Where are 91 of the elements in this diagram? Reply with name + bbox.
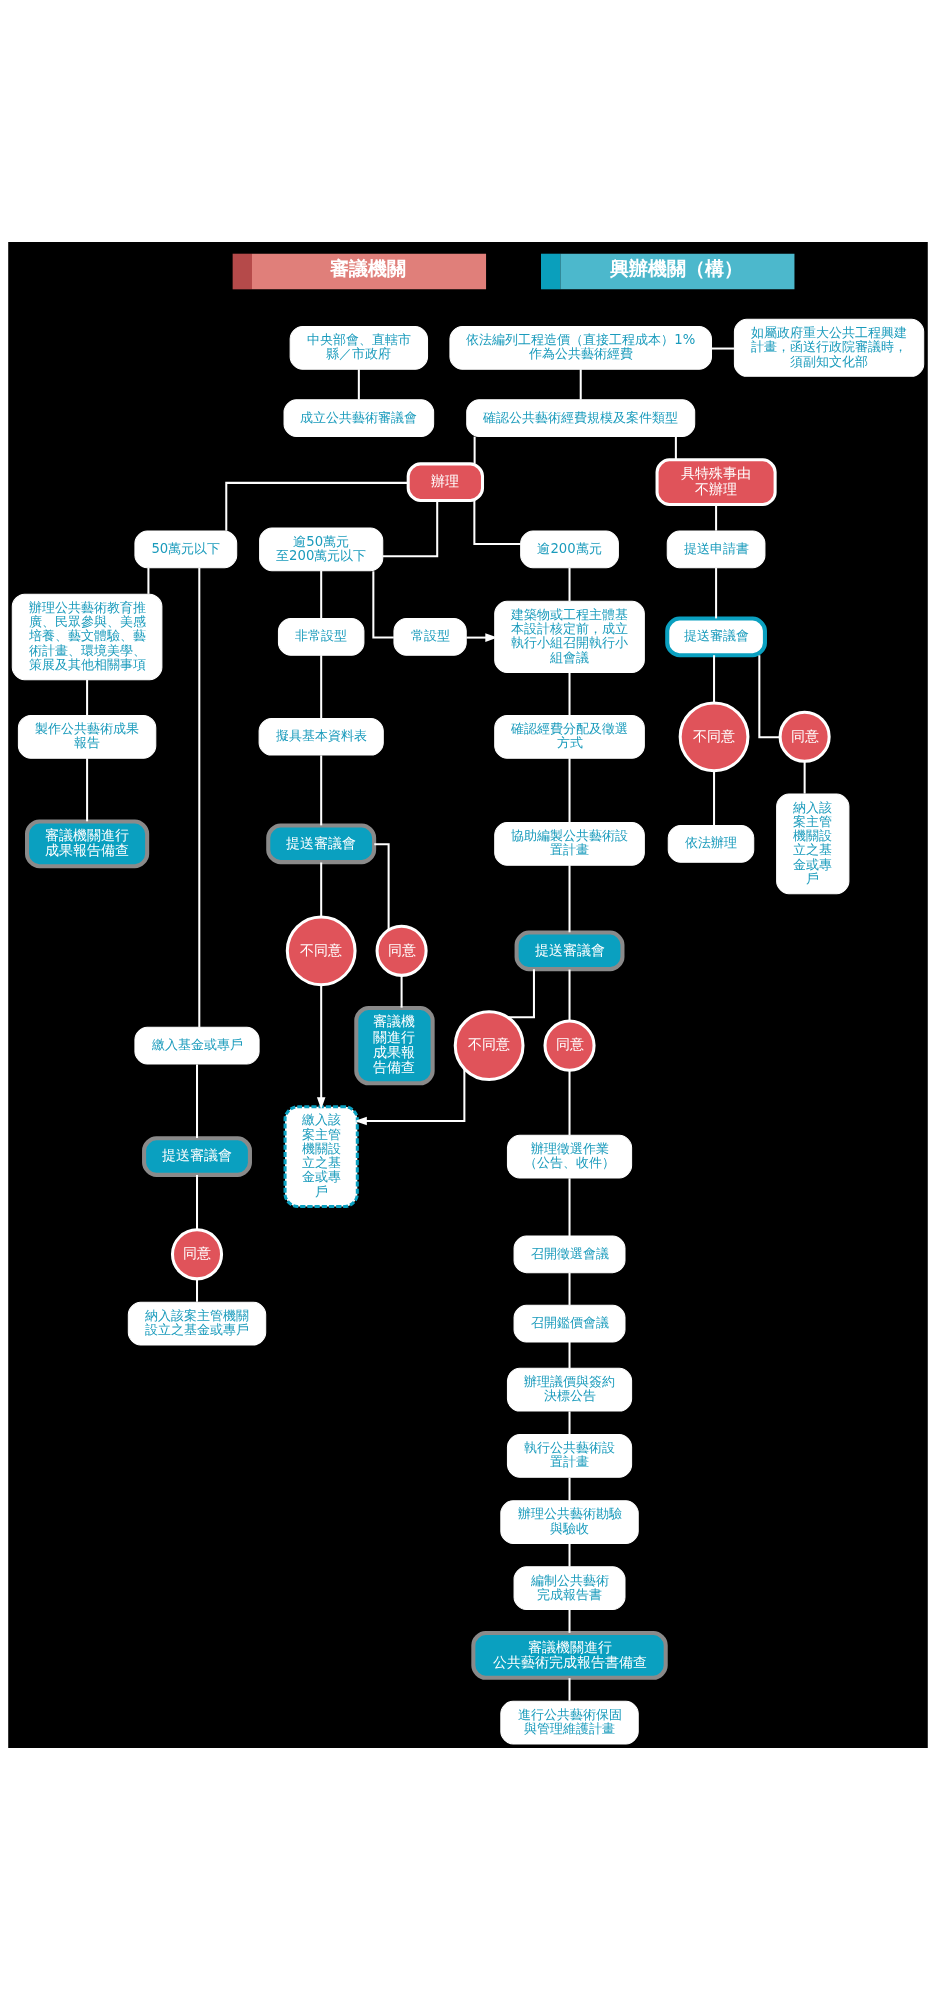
connector [473, 436, 476, 464]
node-box: 提送審議會 [266, 823, 377, 865]
connector [568, 969, 571, 1021]
node-circle: 同意 [778, 710, 831, 763]
connector [568, 672, 571, 716]
node-box: 依法辦理 [667, 825, 755, 863]
node-box: 編制公共藝術完成報告書 [513, 1566, 626, 1611]
connector [674, 436, 677, 460]
node-box: 擬具基本資料表 [258, 717, 384, 756]
node-box: 依法編列工程造價（直接工程成本）1%作為公共藝術經費 [449, 325, 712, 370]
node-box: 納入該案主管機關設立之基金或專戶 [127, 1301, 267, 1346]
node-box: 提送審議會 [142, 1136, 252, 1177]
connector [568, 1609, 571, 1633]
node-box: 提送申請書 [666, 530, 766, 569]
node-box: 辦理公共藝術教育推廣、民眾參與、美感培養、藝文體驗、藝術計畫、環境美學、策展及其他相關事項 [11, 593, 163, 681]
connector [568, 1678, 571, 1701]
connector [568, 1070, 571, 1135]
node-box: 50萬元以下 [134, 530, 238, 569]
connector [568, 1543, 571, 1567]
connector [147, 567, 150, 594]
node-box: 辦理議價與簽約決標公告 [506, 1367, 633, 1412]
node-box: 召開徵選會議 [513, 1235, 626, 1274]
node-box: 審議機關進行成果報告備查 [25, 819, 150, 869]
connector [198, 567, 201, 1028]
connector [711, 347, 735, 350]
node-box: 具特殊事由 不辦理 [655, 458, 777, 507]
node-box: 確認公共藝術經費規模及案件類型 [466, 399, 696, 437]
connector [196, 1174, 199, 1230]
connector [86, 758, 89, 822]
connector [568, 1342, 571, 1369]
node-box: 確認經費分配及徵選方式 [494, 714, 645, 759]
connector [579, 369, 582, 400]
node-box: 逾200萬元 [520, 530, 619, 569]
connector [382, 500, 439, 558]
node-box: 非常設型 [277, 618, 365, 656]
connector [803, 761, 806, 794]
node-box: 逾50萬元至200萬元以下 [259, 527, 384, 572]
connector [473, 500, 521, 545]
connector [715, 504, 718, 531]
connector [320, 655, 323, 719]
node-circle: 同意 [170, 1228, 224, 1281]
node-box: 進行公共藝術保固與管理維護計畫 [500, 1700, 639, 1745]
connector [196, 1064, 199, 1139]
node-box: 製作公共藝術成果報告 [17, 714, 157, 759]
node-box: 成立公共藝術審議會 [283, 399, 435, 437]
arrow [316, 984, 326, 1110]
node-box: 提送審議會 [665, 616, 767, 658]
node-box: 提送審議會 [514, 930, 625, 972]
connector [86, 679, 89, 716]
node-circle: 不同意 [678, 701, 750, 773]
connector [372, 571, 394, 639]
node-box: 召開鑑價會議 [513, 1304, 626, 1343]
connector [357, 369, 360, 400]
connector [713, 655, 716, 703]
connector [400, 975, 403, 1008]
node-box: 繳入基金或專戶 [134, 1026, 260, 1065]
node-box: 審議機關進行公共藝術完成報告書備查 [471, 1630, 668, 1680]
connector [196, 1278, 199, 1302]
connector [568, 1272, 571, 1305]
connector [568, 567, 571, 602]
node-box: 常設型 [393, 618, 467, 656]
node-circle: 同意 [543, 1019, 596, 1072]
node-box: 納入該案主管機關設立之基金或專戶 [776, 793, 850, 895]
connector [320, 571, 323, 619]
connector [568, 1411, 571, 1435]
node-box: 繳入該案主管機關設立之基金或專戶 [283, 1105, 359, 1208]
node-circle: 同意 [375, 924, 428, 977]
connector [568, 865, 571, 933]
connector [225, 481, 409, 531]
connector [320, 862, 323, 917]
node-circle: 不同意 [285, 915, 357, 987]
connector [568, 758, 571, 823]
node-box: 協助編製公共藝術設置計畫 [494, 821, 645, 866]
node-box: 辦理徵選作業（公告、收件） [506, 1134, 633, 1179]
node-box: 執行公共藝術設置計畫 [506, 1434, 633, 1478]
connector [568, 1178, 571, 1236]
node-box: 中央部會、直轄市縣／市政府 [289, 325, 429, 370]
connector [374, 843, 390, 930]
node-box: 如屬政府重大公共工程興建計畫，函送行政院審議時，須副知文化部 [733, 318, 925, 377]
connector [758, 655, 781, 739]
connector [715, 567, 718, 619]
arrow [354, 1068, 466, 1126]
connector [713, 770, 716, 826]
node-box: 審議機關進行成果報告備查 [354, 1005, 435, 1086]
connector [320, 755, 323, 826]
node-circle: 不同意 [453, 1010, 525, 1082]
arrow [466, 633, 498, 642]
connector [568, 1477, 571, 1501]
node-box: 辦理公共藝術勘驗與驗收 [500, 1500, 639, 1544]
node-box: 建築物或工程主體基本設計核定前，成立執行小組召開執行小組會議 [494, 600, 645, 674]
node-box: 辦理 [406, 462, 485, 503]
